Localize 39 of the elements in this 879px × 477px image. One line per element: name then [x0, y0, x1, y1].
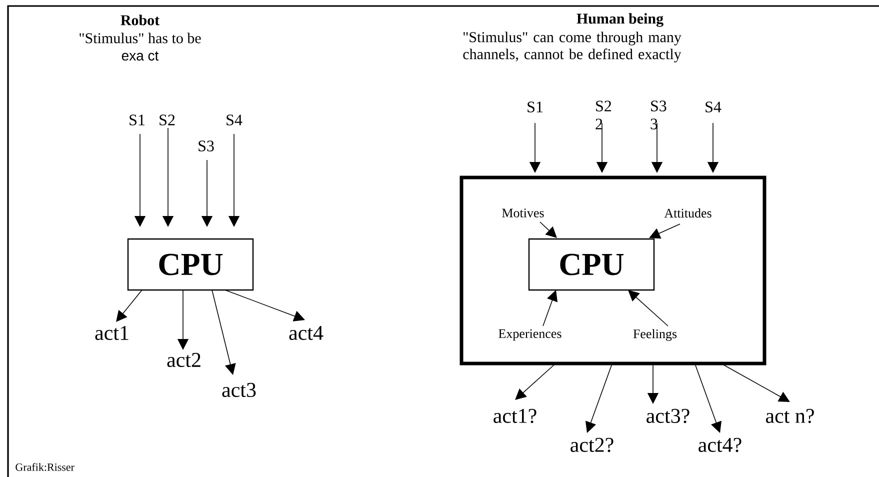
stimulus-label: S3 — [198, 140, 214, 152]
arrow — [116, 290, 142, 322]
action-label: act n? — [766, 408, 814, 424]
factor-label: Experiences — [498, 329, 562, 341]
description-text: exa ct — [122, 51, 159, 61]
action-label: act4 — [289, 326, 324, 340]
human-box — [460, 176, 766, 366]
action-label: act2 — [167, 352, 200, 368]
panel-heading: Robot — [120, 14, 160, 26]
stimulus-label: S4 — [706, 102, 722, 112]
cpu-box: CPU — [127, 238, 254, 291]
cpu-box: CPU — [528, 238, 655, 291]
arrow — [722, 364, 790, 402]
action-label: act1? — [494, 408, 536, 424]
arrow — [540, 222, 557, 238]
arrow — [515, 364, 556, 400]
stimulus-label: S2 — [160, 114, 175, 126]
arrow — [212, 290, 236, 375]
factor-label: Feelings — [633, 329, 677, 341]
description-text: "Stimulus" has to be — [80, 32, 201, 44]
factor-label: Motives — [502, 208, 544, 218]
arrow — [224, 290, 305, 322]
action-label: act3? — [646, 408, 690, 424]
stimulus-label: S1 — [130, 114, 144, 126]
action-label: act3 — [222, 382, 256, 398]
arrow — [649, 224, 680, 239]
stimulus-label: S3 3 — [650, 100, 666, 130]
stimulus-label: S4 — [226, 114, 242, 126]
arrow — [628, 290, 668, 326]
action-label: act4? — [698, 438, 742, 452]
action-label: act1 — [95, 326, 128, 340]
action-label: act2? — [570, 438, 614, 452]
credit-text: Grafik:Risser — [16, 463, 74, 471]
factor-label: Attitudes — [664, 208, 712, 218]
stimulus-label: S1 — [528, 102, 542, 112]
description-text: "Stimulus" can come through many channels, cannot be defined exactly — [463, 32, 682, 62]
arrow — [694, 364, 722, 433]
stimulus-label: S2 2 — [596, 100, 612, 130]
panel-heading: Human being — [576, 13, 664, 27]
